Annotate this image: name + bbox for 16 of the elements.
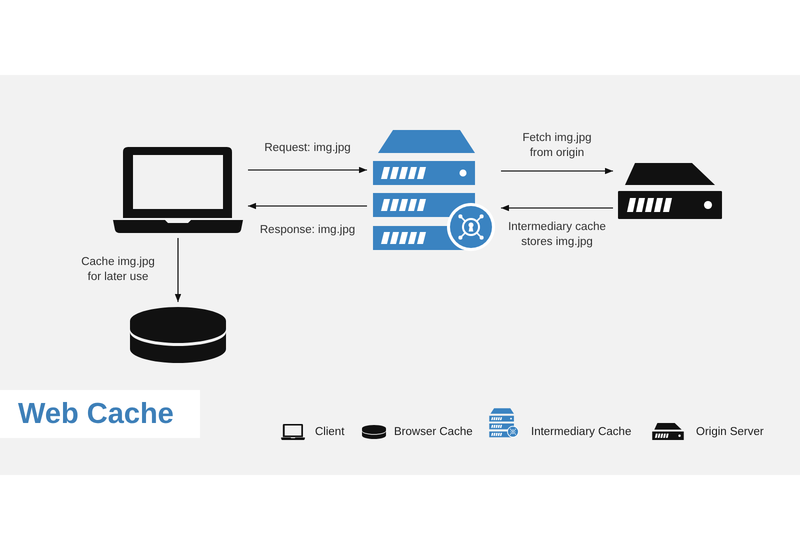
edge-label: Request: img.jpg <box>264 141 351 156</box>
legend-label: Browser Cache <box>394 425 473 440</box>
diagram-title: Web Cache <box>0 390 200 438</box>
arrow <box>501 204 613 212</box>
legend-label: Intermediary Cache <box>531 425 632 440</box>
arrow <box>174 238 182 302</box>
arrow <box>248 202 367 210</box>
disk-icon <box>130 307 226 363</box>
arrow <box>248 166 367 174</box>
edge-label: Response: img.jpg <box>260 223 356 238</box>
laptop-icon <box>113 147 243 233</box>
legend-label: Client <box>315 425 344 440</box>
legend-label: Origin Server <box>696 425 764 440</box>
arrow <box>501 168 613 174</box>
server-icon <box>372 130 496 252</box>
server-icon <box>618 163 722 219</box>
